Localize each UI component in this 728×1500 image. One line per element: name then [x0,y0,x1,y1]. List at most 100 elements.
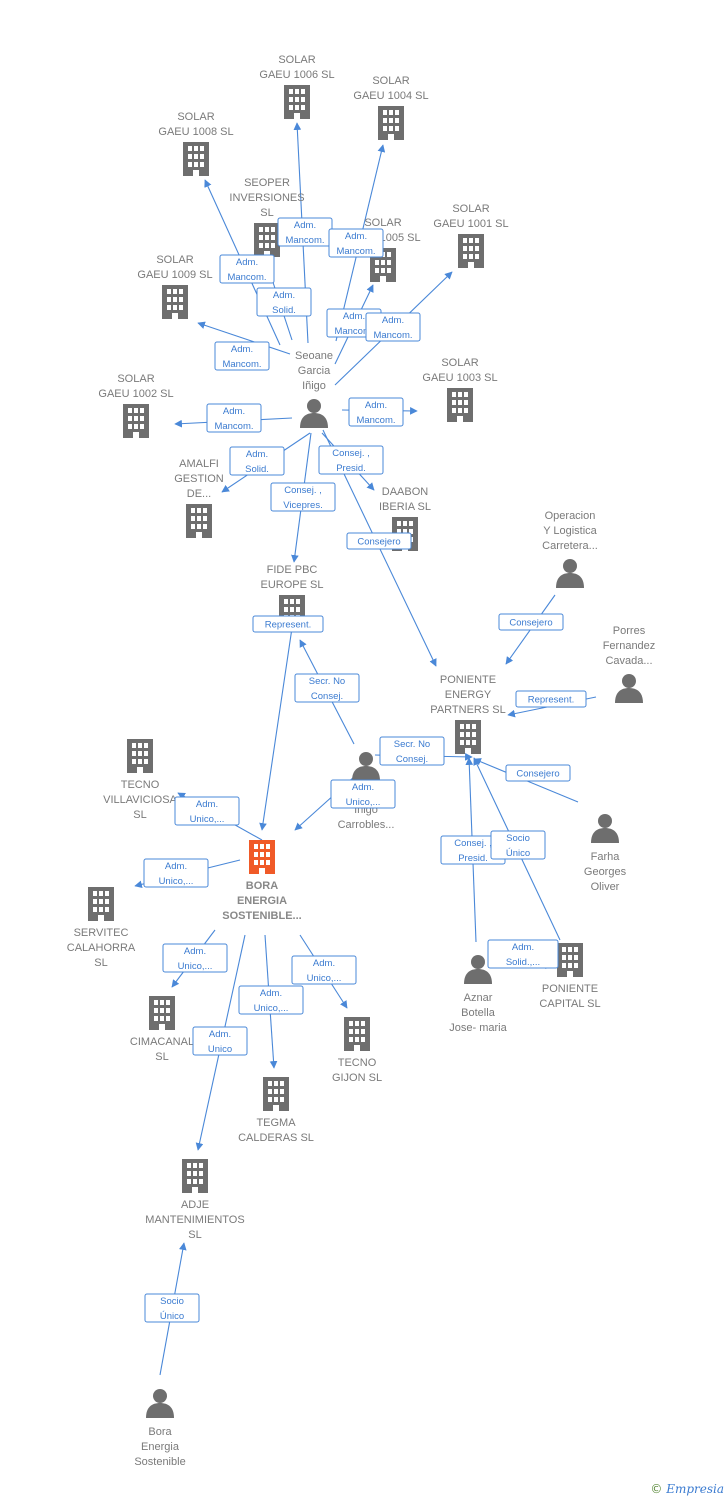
edge-label-box[interactable]: Consejero [498,613,564,631]
edge-label-frame [328,228,384,258]
edge-label-text: Mancom. [356,415,395,426]
edge-label-box[interactable]: Adm.Solid. [256,287,312,317]
edge-label-frame [294,673,360,703]
edge-label-box[interactable]: Adm.Solid. [229,446,285,476]
edge-label-text: Mancom. [214,421,253,432]
node-label: VILLAVICIOSA [103,794,177,806]
edge-label-text: Adm. [236,257,258,268]
building-icon [183,142,209,176]
node-label: PARTNERS SL [430,704,505,716]
edge-label-text: Adm. [352,782,374,793]
node-label: SOLAR [156,254,193,266]
node-label: DAABON [382,486,429,498]
edge-label-box[interactable]: Adm.Unico,... [238,985,304,1015]
edge-label-frame [346,532,412,550]
edge-label-box[interactable]: Adm.Mancom. [277,217,333,247]
edge-label-text: Único [160,1311,184,1322]
node-solar1008[interactable]: SOLAR GAEU 1008 SL [158,111,234,176]
footer-credit[interactable]: © Empresia [650,1482,724,1496]
node-label: MANTENIMIENTOS [145,1214,244,1226]
edge-label-text: Mancom. [285,235,324,246]
edge-label-text: Unico,... [346,797,381,808]
person-icon [146,1389,174,1418]
edge-label-box[interactable]: Adm.Mancom. [365,312,421,342]
node-label: Georges [584,866,627,878]
edge-label-box[interactable]: Adm.Mancom. [219,254,275,284]
node-label: Porres [613,625,646,637]
edge-label-box[interactable]: Adm.Mancom. [214,341,270,371]
edge-label-box[interactable]: Adm.Unico [192,1026,248,1056]
node-daabon[interactable]: DAABON IBERIA SL [379,486,431,551]
edge-label-box[interactable]: Adm.Unico,... [291,955,357,985]
edge-label-box[interactable]: Adm.Solid.,... [487,939,559,969]
edge-label-box[interactable]: Consejero [505,764,571,782]
edge-label-box[interactable]: Adm. Unico,... [330,779,396,809]
edge-label-box[interactable]: Represent. [252,615,324,633]
node-label: CIMACANAL [130,1036,194,1048]
person-icon [556,559,584,588]
edge-label-box[interactable]: Adm. Mancom. [206,403,262,433]
node-label: Seoane [295,350,333,362]
person-icon [300,399,328,428]
edge-label-box[interactable]: Consej. ,Presid. [440,835,506,865]
edge-label-box[interactable]: Adm.Unico,... [143,858,209,888]
edge-label-box[interactable]: Adm.Mancom. [328,228,384,258]
node-label: IBERIA SL [379,501,431,513]
edge-label-text: Vicepres. [283,500,322,511]
node-label: Sostenible [134,1456,185,1468]
node-bora[interactable]: BORAENERGIASOSTENIBLE... [222,840,302,922]
edge-label-text: Unico,... [178,961,213,972]
edge-label-box[interactable]: Represent. [515,690,587,708]
node-label: SOLAR [177,111,214,123]
node-label: PONIENTE [542,983,598,995]
building-icon [263,1077,289,1111]
edge-label-text: Adm. [223,406,245,417]
node-label: GAEU 1008 SL [158,126,233,138]
node-label: Iñigo [302,380,326,392]
edge-label-text: Consejero [509,618,552,629]
node-label: SOLAR [441,357,478,369]
edge-label-box[interactable]: Adm.Mancom. [348,397,404,427]
edge-label-box[interactable]: Consej. ,Presid. [318,445,384,475]
node-label: SL [133,809,146,821]
building-icon [162,285,188,319]
node-amalfi[interactable]: AMALFIGESTIONDE... [174,458,224,538]
edge-label-frame [330,779,396,809]
node-porres[interactable]: PorresFernandezCavada... [603,625,656,703]
building-icon [458,234,484,268]
edge-label-box[interactable]: Adm.Unico,... [162,943,228,973]
edge-label-box[interactable]: Consej. ,Vicepres. [270,482,336,512]
edge-label-text: Adm. [273,290,295,301]
node-label: ADJE [181,1199,209,1211]
edge-label-box[interactable]: Adm.Unico,... [174,796,240,826]
building-icon [149,996,175,1030]
node-label: GAEU 1001 SL [433,218,508,230]
edge-label-box[interactable]: Consejero [346,532,412,550]
edge-label-text: Presid. [336,463,366,474]
